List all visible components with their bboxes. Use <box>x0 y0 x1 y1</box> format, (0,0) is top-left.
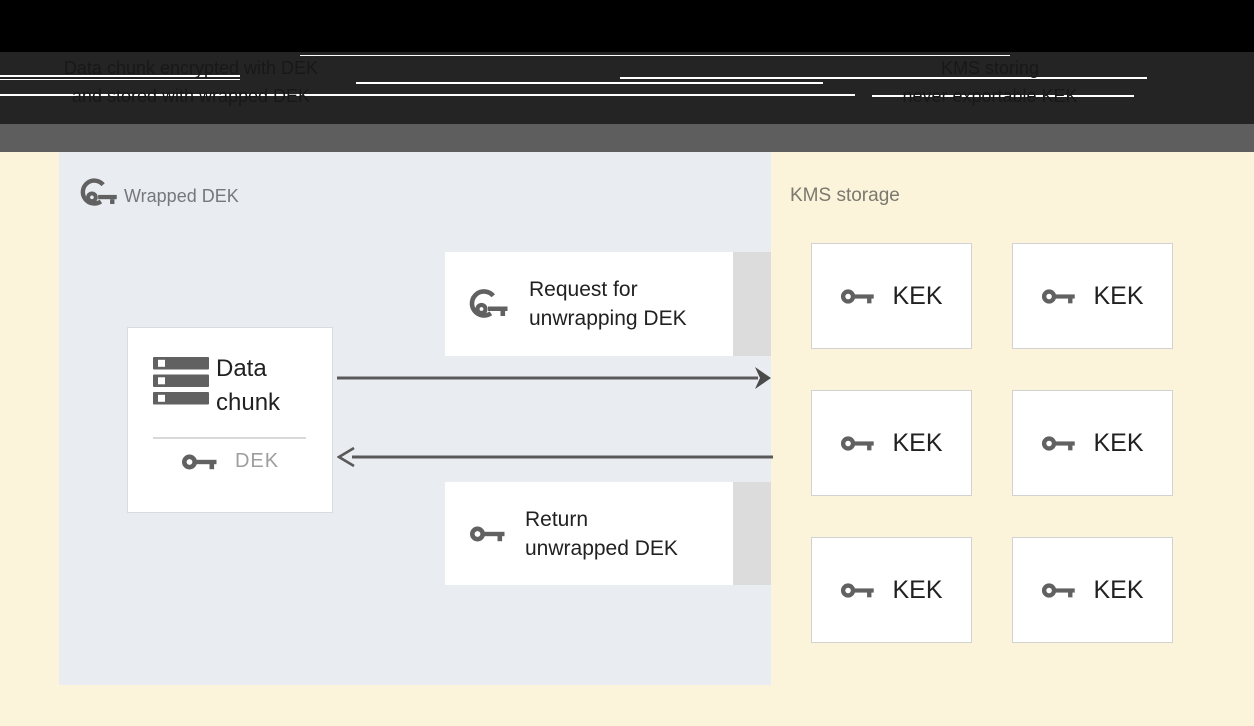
caption-data-chunk: Data chunk encrypted with DEK and stored… <box>41 54 341 110</box>
key-icon <box>469 523 509 545</box>
request-box-line: Request for <box>529 278 638 301</box>
kek-label: KEK <box>1093 575 1144 604</box>
kek-box: KEK <box>1012 243 1173 349</box>
caption-line: KMS storing <box>940 58 1040 78</box>
return-box-line: unwrapped DEK <box>525 536 678 560</box>
key-icon <box>1041 433 1079 454</box>
return-arrow-left <box>337 444 773 470</box>
request-box-shadow <box>733 252 771 356</box>
glitch-line <box>0 94 855 97</box>
wrapped-key-icon <box>80 177 122 209</box>
glitch-line <box>0 75 240 77</box>
kek-box: KEK <box>811 243 972 349</box>
kek-label: KEK <box>1093 428 1144 457</box>
caption-kms: KMS storing never exportable KEK <box>840 54 1140 110</box>
kms-panel-title: KMS storage <box>790 185 900 206</box>
kek-label: KEK <box>892 281 943 310</box>
kek-label: KEK <box>892 575 943 604</box>
dek-row: DEK <box>128 450 332 473</box>
key-icon <box>840 286 878 307</box>
key-icon <box>1041 580 1079 601</box>
return-box-shadow <box>733 482 771 585</box>
caption-line: never exportable KEK <box>902 86 1078 106</box>
wrapped-dek-panel-title: Wrapped DEK <box>124 186 239 206</box>
header-caption-band: Data chunk encrypted with DEK and stored… <box>0 52 1254 124</box>
key-icon <box>1041 286 1079 307</box>
data-chunk-title-line: Data <box>216 355 267 382</box>
key-icon <box>840 433 878 454</box>
key-icon <box>840 580 878 601</box>
kek-label: KEK <box>892 428 943 457</box>
dek-label: DEK <box>234 450 280 472</box>
header-separator-band <box>0 124 1254 152</box>
glitch-line <box>0 78 240 80</box>
glitch-line <box>620 77 1147 79</box>
header-top-band <box>0 0 1254 52</box>
data-chunk-title: Data chunk <box>216 352 280 420</box>
kek-box: KEK <box>811 537 972 643</box>
kek-box: KEK <box>1012 390 1173 496</box>
request-box-text: Request for unwrapping DEK <box>529 275 687 333</box>
request-arrow-right <box>337 365 773 391</box>
return-box-text: Return unwrapped DEK <box>525 505 678 563</box>
divider <box>153 437 306 439</box>
request-unwrap-dek-box: Request for unwrapping DEK <box>445 252 733 356</box>
kek-box: KEK <box>1012 537 1173 643</box>
glitch-line <box>356 81 823 84</box>
glitch-line <box>872 94 1134 97</box>
data-chunk-title-line: chunk <box>216 389 281 416</box>
kek-label: KEK <box>1093 281 1144 310</box>
data-chunk-box: Data chunk DEK <box>127 327 333 513</box>
request-box-line: unwrapping DEK <box>529 307 687 330</box>
glitch-line <box>300 55 1010 57</box>
kek-box: KEK <box>811 390 972 496</box>
wrapped-key-icon <box>469 288 513 321</box>
caption-line: and stored with wrapped DEK <box>71 86 311 106</box>
return-unwrapped-dek-box: Return unwrapped DEK <box>445 482 733 585</box>
key-icon <box>181 451 221 473</box>
caption-line: Data chunk encrypted with DEK <box>63 58 319 78</box>
data-chunk-storage-icon <box>153 357 209 405</box>
return-box-line: Return <box>525 507 589 531</box>
